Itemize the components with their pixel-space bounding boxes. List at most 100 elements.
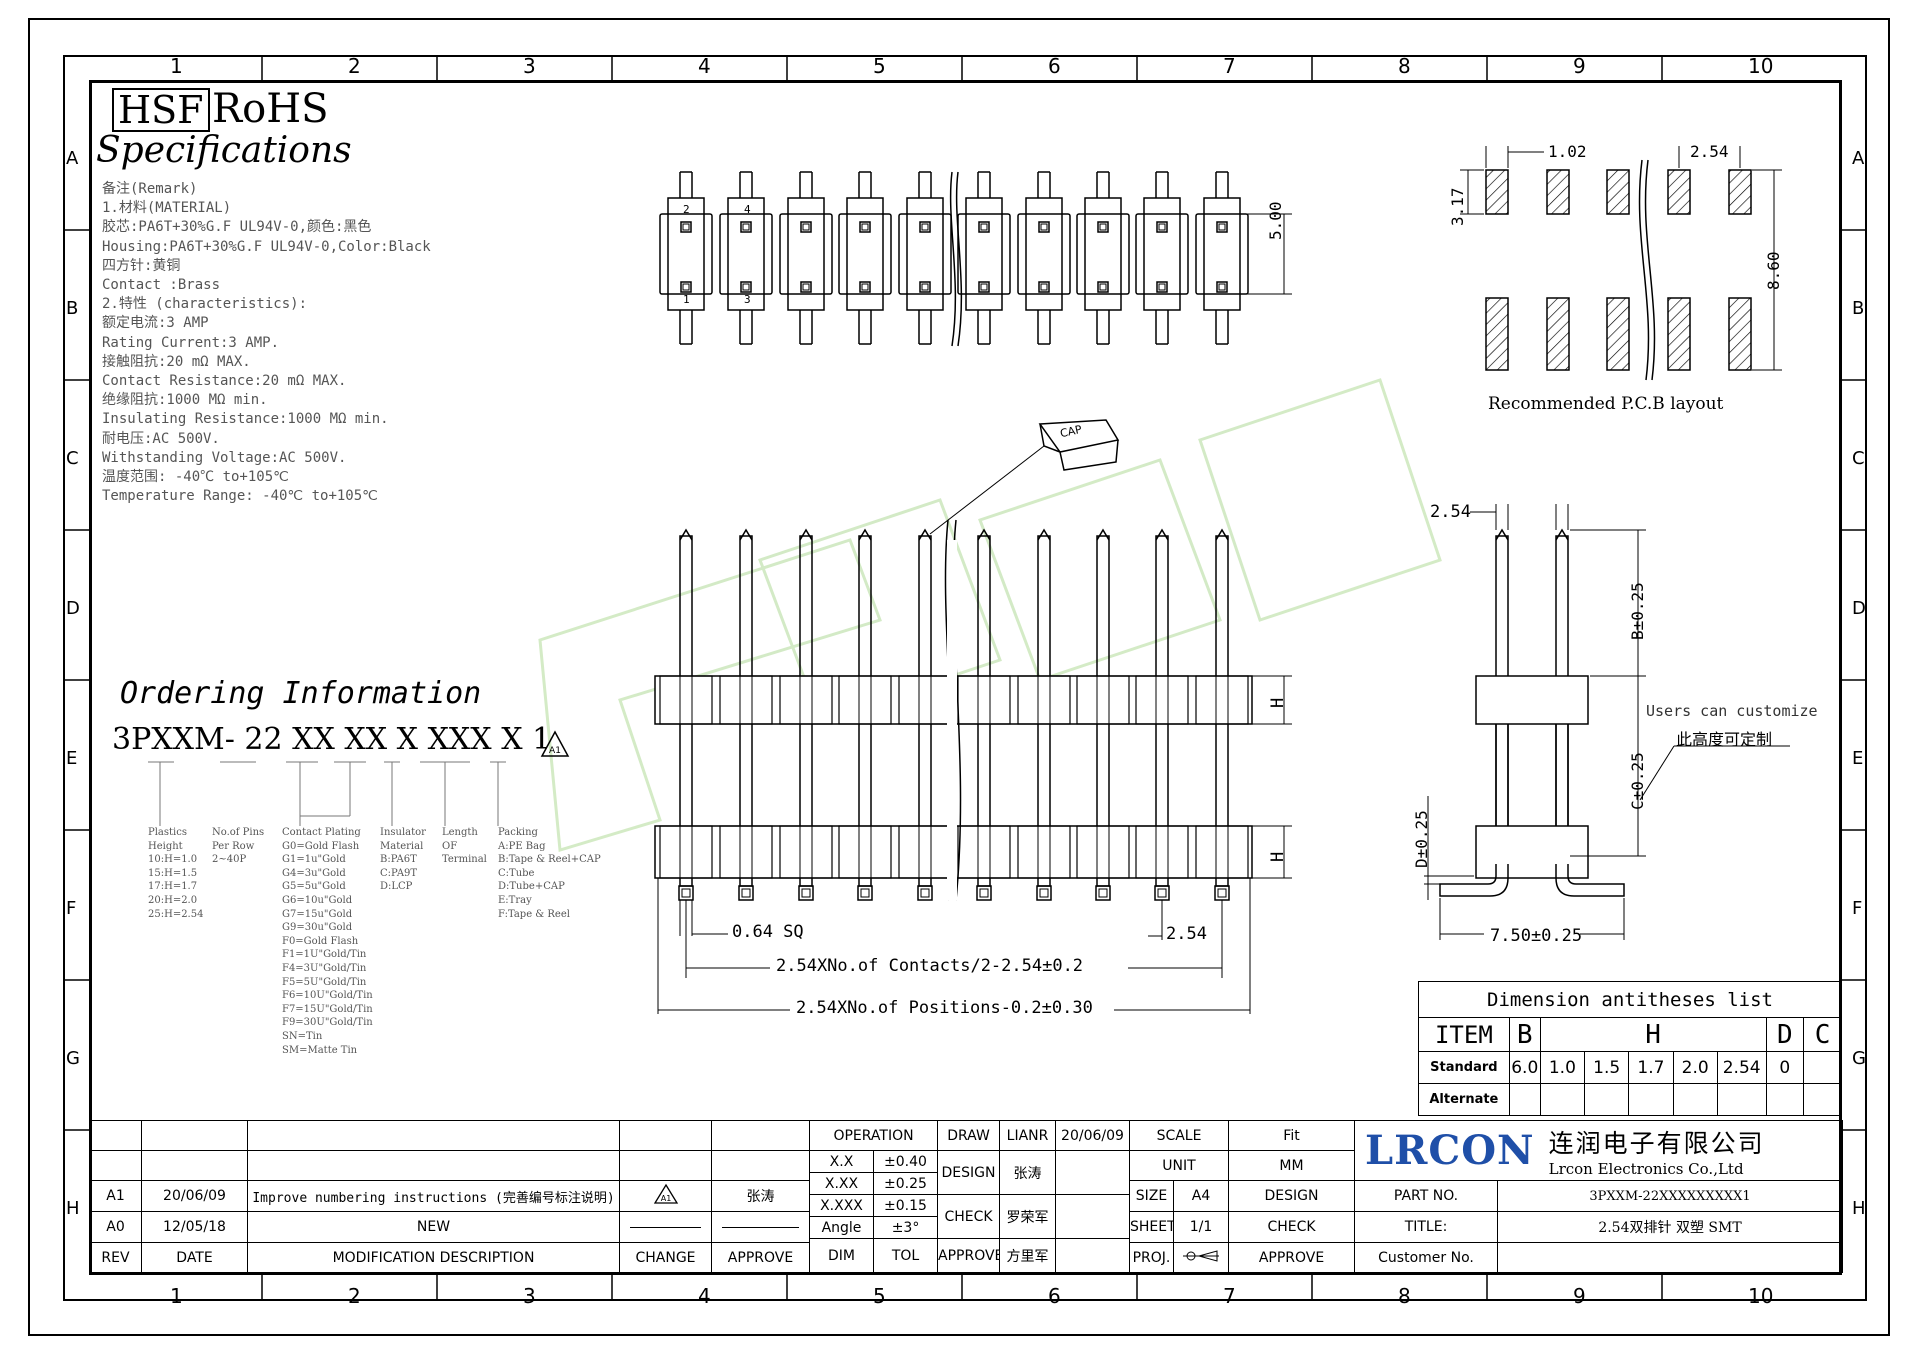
company-name-en: Lrcon Electronics Co.,Ltd <box>1548 1159 1744 1178</box>
grid-row-B-right: B <box>1852 298 1865 319</box>
specs-list: 备注(Remark)1.材料(MATERIAL)胶芯:PA6T+30%G.F U… <box>102 180 431 506</box>
proj-label: PROJ. <box>1129 1242 1174 1273</box>
ordering-option: 25:H=2.54 <box>148 908 204 920</box>
grid-col-3-bottom: 3 <box>523 1284 536 1308</box>
company-cell: LRCON 连润电子有限公司 Lrcon Electronics Co.,Ltd <box>1354 1120 1843 1181</box>
pcb-860: 8.60 <box>1764 251 1783 290</box>
draw-name: LIANR <box>999 1120 1056 1151</box>
grid-row-A-right: A <box>1852 148 1865 169</box>
grid-row-F-right: F <box>1852 898 1863 919</box>
tolerance-table: OPERATION X.X±0.40 X.XX±0.25 X.XXX±0.15 … <box>808 1120 939 1273</box>
company-table: LRCON 连润电子有限公司 Lrcon Electronics Co.,Ltd… <box>1354 1120 1843 1273</box>
std-h3: 1.7 <box>1628 1051 1674 1084</box>
revision-triangle-label: A1 <box>549 746 561 756</box>
spec-line: Contact Resistance:20 mΩ MAX. <box>102 373 347 390</box>
dim-label: DIM <box>809 1238 874 1273</box>
standard-label: Standard <box>1418 1051 1510 1084</box>
side-pitch: 2.54 <box>1430 502 1471 522</box>
change-header: CHANGE <box>619 1242 712 1273</box>
ordering-code: 3PXXM- 22 XX XX X XXX X 1 <box>112 722 551 757</box>
code-prefix: 3PXXM- <box>112 722 235 757</box>
ordering-option: Insulator <box>380 827 426 838</box>
unit-label: UNIT <box>1128 1150 1230 1181</box>
std-h1: 1.0 <box>1539 1051 1586 1084</box>
code-pins: 22 <box>244 722 283 757</box>
grid-col-2-bottom: 2 <box>348 1284 361 1308</box>
tol-x4: Angle <box>809 1216 874 1239</box>
dim-contacts: 2.54XNo.of Contacts/2-2.54±0.2 <box>776 956 1084 976</box>
ordering-option: G5=5u"Gold <box>282 881 346 893</box>
side-c: C±0.25 <box>1628 752 1647 810</box>
front-view <box>654 419 1292 1014</box>
ordering-option: 17:H=1.7 <box>148 881 198 893</box>
approve-header: APPROVE <box>711 1242 810 1273</box>
part-no: 3PXXM-22XXXXXXXXX1 <box>1497 1180 1843 1212</box>
ordering-option: G7=15u"Gold <box>282 908 353 920</box>
tol-v4: ±3° <box>872 1216 939 1239</box>
ordering-option: C:Tube <box>498 867 535 879</box>
grid-col-8-top: 8 <box>1398 54 1411 78</box>
grid-col-7-top: 7 <box>1223 54 1236 78</box>
ordering-option: Height <box>148 840 183 852</box>
spec-line: 1.材料(MATERIAL) <box>102 200 232 217</box>
ordering-option: 10:H=1.0 <box>148 854 198 866</box>
ordering-option: D:Tube+CAP <box>498 881 565 893</box>
grid-col-9-top: 9 <box>1573 54 1586 78</box>
date-a1: 20/06/09 <box>141 1180 248 1212</box>
pin-4: 4 <box>744 203 751 216</box>
ordering-leaders <box>148 761 506 826</box>
change-triangle-label: A1 <box>660 1194 671 1203</box>
ordering-option: SM=Matte Tin <box>282 1044 358 1056</box>
ordering-option: OF <box>442 840 458 852</box>
dimension-list-title: Dimension antitheses list <box>1418 981 1842 1018</box>
grid-col-1-bottom: 1 <box>170 1284 183 1308</box>
ordering-option: E:Tray <box>498 894 532 906</box>
alternate-label: Alternate <box>1418 1083 1510 1116</box>
std-c <box>1803 1051 1842 1084</box>
spec-line: 耐电压:AC 500V. <box>102 430 220 447</box>
grid-col-2-top: 2 <box>348 54 361 78</box>
col-b: B <box>1508 1017 1541 1052</box>
ordering-title: Ordering Information <box>120 676 482 711</box>
part-no-label: PART NO. <box>1354 1180 1498 1212</box>
ordering-option: F6=10U"Gold/Tin <box>282 990 373 1002</box>
company-logo: LRCON <box>1365 1127 1535 1174</box>
spec-line: Temperature Range: -40℃ to+105℃ <box>102 488 378 505</box>
col-h: H <box>1539 1017 1767 1052</box>
check-name: 罗荣军 <box>999 1194 1056 1239</box>
rev-header: REV <box>89 1242 142 1273</box>
revision-table: A1 20/06/09 Improve numbering instructio… <box>89 1120 810 1273</box>
code-xx2: XX <box>344 722 388 757</box>
grid-col-7-bottom: 7 <box>1223 1284 1236 1308</box>
ordering-option: Per Row <box>212 840 255 852</box>
change-triangle-icon: A1 <box>653 1183 678 1204</box>
ordering-option: F1=1U"Gold/Tin <box>282 949 367 961</box>
custom-en: Users can customize <box>1646 702 1818 720</box>
change-a0 <box>619 1211 712 1243</box>
ordering-option: D:LCP <box>380 881 413 893</box>
spec-line: Housing:PA6T+30%G.F UL94V-0,Color:Black <box>102 238 431 255</box>
scale-label: SCALE <box>1128 1120 1230 1151</box>
ordering-option: G0=Gold Flash <box>282 840 360 852</box>
code-x2: X <box>501 722 523 757</box>
ordering-option: B:PA6T <box>380 854 417 866</box>
grid-col-4-top: 4 <box>698 54 711 78</box>
projection-icon <box>1172 1242 1230 1273</box>
grid-row-H-left: H <box>66 1198 80 1219</box>
tol-label: TOL <box>872 1238 939 1273</box>
pin-1: 1 <box>683 293 690 306</box>
ordering-option: Contact Plating <box>282 827 361 838</box>
grid-row-C-left: C <box>66 448 79 469</box>
tol-x3: X.XXX <box>809 1194 874 1217</box>
approve-a0 <box>711 1211 810 1243</box>
ordering-option: F0=Gold Flash <box>282 935 359 947</box>
rev-a0: A0 <box>89 1211 142 1243</box>
ordering-option: F7=15U"Gold/Tin <box>282 1003 373 1015</box>
ordering-option: SN=Tin <box>282 1030 323 1042</box>
code-xxx: XXX <box>427 722 492 757</box>
spec-line: 温度范围: -40℃ to+105℃ <box>102 469 289 486</box>
dim-sq: 0.64 SQ <box>732 922 804 942</box>
